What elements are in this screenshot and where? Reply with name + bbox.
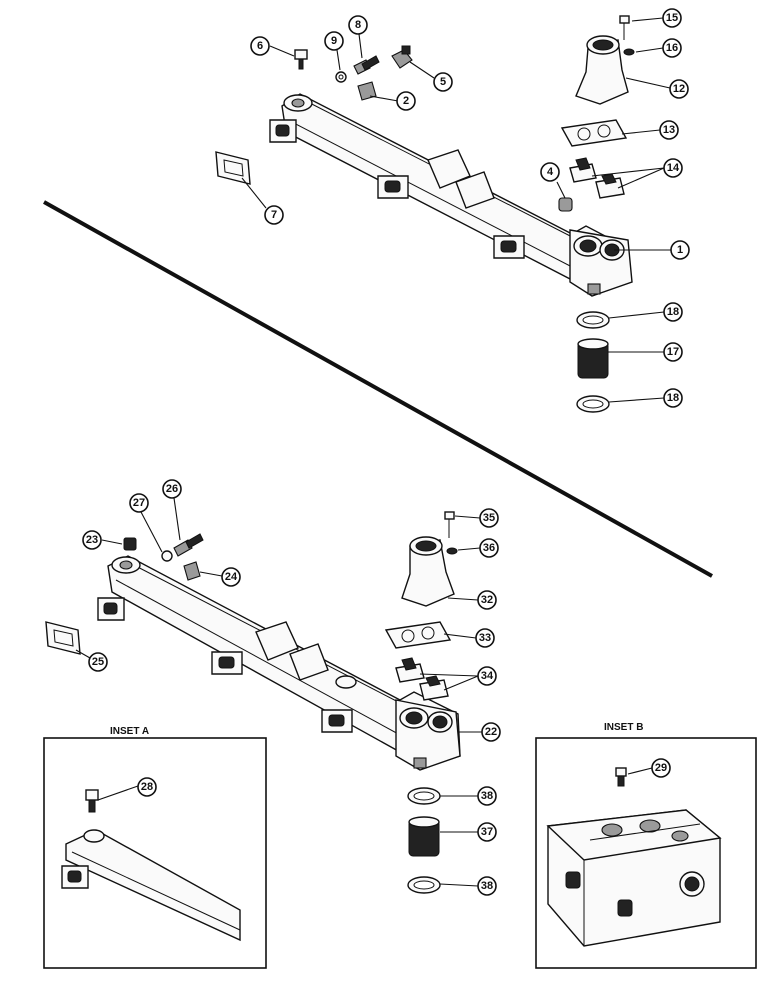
callout-18-bottom-label: 18 — [667, 392, 679, 404]
callout-16-label: 16 — [666, 42, 678, 54]
callout-36: 36 — [479, 538, 499, 558]
callout-38-bottom: 38 — [477, 876, 497, 896]
callout-36-label: 36 — [483, 542, 495, 554]
callout-22: 22 — [481, 722, 501, 742]
callout-12-label: 12 — [673, 83, 685, 95]
callout-8: 8 — [348, 15, 368, 35]
callout-38-top-label: 38 — [481, 790, 493, 802]
callout-12: 12 — [669, 79, 689, 99]
callout-25-label: 25 — [92, 656, 104, 668]
callout-1: 1 — [670, 240, 690, 260]
callout-27-label: 27 — [133, 497, 145, 509]
leader-lines — [75, 17, 672, 887]
callout-26-label: 26 — [166, 483, 178, 495]
callout-7: 7 — [264, 205, 284, 225]
callout-34: 34 — [477, 666, 497, 686]
callout-13-label: 13 — [663, 124, 675, 136]
callout-32: 32 — [477, 590, 497, 610]
callout-38-top: 38 — [477, 786, 497, 806]
inset-a-title: INSET A — [110, 726, 149, 737]
inset-b-title: INSET B — [604, 722, 643, 733]
callout-18-bottom: 18 — [663, 388, 683, 408]
callout-2-label: 2 — [403, 95, 409, 107]
lower-manifold — [97, 555, 461, 771]
lower-thermostat-housing — [384, 511, 458, 894]
callout-17: 17 — [663, 342, 683, 362]
callout-29-label: 29 — [655, 762, 667, 774]
callout-15: 15 — [662, 8, 682, 28]
callout-35-label: 35 — [483, 512, 495, 524]
callout-32-label: 32 — [481, 594, 493, 606]
callout-37: 37 — [477, 822, 497, 842]
callout-5-label: 5 — [440, 76, 446, 88]
callout-18-top-label: 18 — [667, 306, 679, 318]
callout-7-label: 7 — [271, 209, 277, 221]
inset-b: INSET B — [535, 722, 757, 969]
callout-22-label: 22 — [485, 726, 497, 738]
callout-33-label: 33 — [479, 632, 491, 644]
callout-6: 6 — [250, 36, 270, 56]
upper-small-parts — [215, 45, 573, 212]
callout-23: 23 — [82, 530, 102, 550]
callout-14: 14 — [663, 158, 683, 178]
callout-9: 9 — [324, 31, 344, 51]
callout-34-label: 34 — [481, 670, 494, 682]
callout-13: 13 — [659, 120, 679, 140]
callout-28: 28 — [137, 777, 157, 797]
callout-25: 25 — [88, 652, 108, 672]
upper-manifold — [269, 93, 633, 297]
callout-24-label: 24 — [225, 571, 238, 583]
callout-26: 26 — [162, 479, 182, 499]
callout-18-top: 18 — [663, 302, 683, 322]
callout-14-label: 14 — [667, 162, 680, 174]
callout-35: 35 — [479, 508, 499, 528]
callout-33: 33 — [475, 628, 495, 648]
callout-29: 29 — [651, 758, 671, 778]
callout-4: 4 — [540, 162, 560, 182]
callout-4-label: 4 — [547, 166, 554, 178]
callout-6-label: 6 — [257, 40, 263, 52]
separator-line — [43, 200, 713, 578]
callout-8-label: 8 — [355, 19, 361, 31]
callout-38-bottom-label: 38 — [481, 880, 493, 892]
inset-a: INSET A — [43, 726, 267, 969]
callout-2: 2 — [396, 91, 416, 111]
lower-small-parts — [45, 533, 204, 655]
callout-37-label: 37 — [481, 826, 493, 838]
callout-23-label: 23 — [86, 534, 98, 546]
callout-27: 27 — [129, 493, 149, 513]
callout-1-label: 1 — [677, 244, 683, 256]
callout-16: 16 — [662, 38, 682, 58]
callout-28-label: 28 — [141, 781, 153, 793]
callout-15-label: 15 — [666, 12, 678, 24]
callout-9-label: 9 — [331, 35, 337, 47]
callout-17-label: 17 — [667, 346, 679, 358]
callout-24: 24 — [221, 567, 241, 587]
callout-5: 5 — [433, 72, 453, 92]
upper-thermostat-housing — [560, 15, 635, 413]
